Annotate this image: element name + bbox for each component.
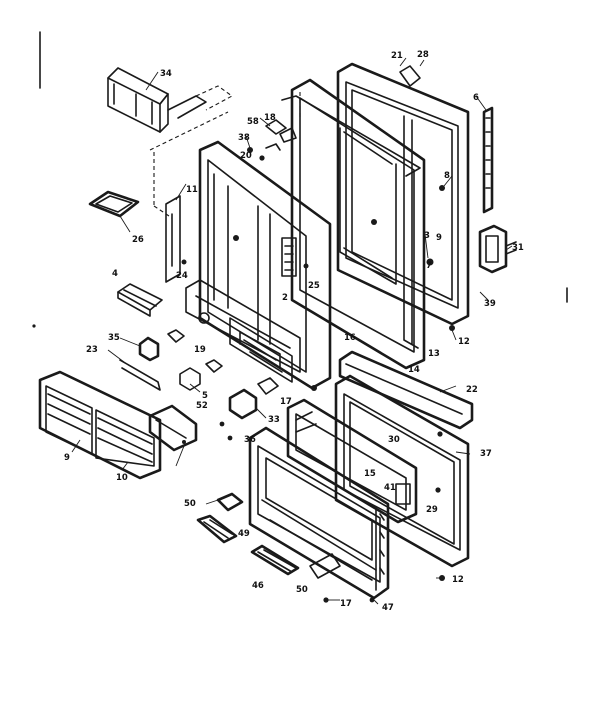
callout-31: 31 — [512, 243, 524, 253]
outer-door-panel — [336, 62, 470, 349]
crisper-cover-panels — [38, 370, 162, 480]
lower-inner-liner — [248, 426, 390, 603]
door-shelf-22 — [338, 350, 474, 430]
callout-3: 3 — [424, 231, 430, 241]
callout-26: 26 — [132, 235, 144, 245]
callout-36: 36 — [244, 435, 256, 445]
rear-side-panel — [165, 195, 187, 283]
lower-door-frame — [334, 374, 470, 581]
callout-23: 23 — [86, 345, 98, 355]
callout-50: 50 — [184, 499, 196, 509]
callout-46: 46 — [252, 581, 264, 591]
callout-13: 13 — [428, 349, 440, 359]
callout-7: 7 — [426, 261, 432, 271]
callout-35: 35 — [108, 333, 120, 343]
callout-21: 21 — [391, 51, 403, 61]
center-small-parts — [219, 377, 317, 441]
bottom-hardware-parts — [196, 492, 329, 603]
callout-18: 18 — [264, 113, 276, 123]
callout-6: 6 — [473, 93, 479, 103]
callout-19: 19 — [194, 345, 206, 355]
callout-33: 33 — [268, 415, 280, 425]
shelf-retainer-part — [148, 404, 198, 452]
callout-30: 30 — [388, 435, 400, 445]
callout-49: 49 — [238, 529, 250, 539]
callout-labels: 21 28 34 6 58 18 38 20 11 8 3 26 9 31 24… — [64, 50, 524, 613]
callout-9-lower: 9 — [64, 453, 70, 463]
callout-38: 38 — [238, 133, 250, 143]
callout-15: 15 — [364, 469, 376, 479]
callout-8: 8 — [444, 171, 450, 181]
callout-4: 4 — [112, 269, 118, 279]
callout-39: 39 — [484, 299, 496, 309]
callout-58: 58 — [247, 117, 259, 127]
callout-24: 24 — [176, 271, 188, 281]
door-handle-strip — [482, 106, 494, 214]
top-bracket-part — [107, 67, 234, 133]
callout-14: 14 — [408, 365, 420, 375]
top-hinge-part — [399, 57, 425, 87]
inner-liner-part — [185, 140, 332, 390]
callout-11: 11 — [186, 185, 198, 195]
callout-34: 34 — [160, 69, 172, 79]
callout-50-lower: 50 — [296, 585, 308, 595]
callout-47: 47 — [382, 603, 394, 613]
alignment-lines — [149, 92, 301, 219]
small-hardware-cluster — [247, 119, 297, 161]
callout-12-lower: 12 — [452, 575, 464, 585]
callout-37: 37 — [480, 449, 492, 459]
callout-20: 20 — [240, 151, 252, 161]
callout-52: 52 — [196, 401, 208, 411]
lower-gasket — [286, 398, 418, 524]
callout-28: 28 — [417, 50, 429, 60]
callout-9: 9 — [436, 233, 442, 243]
callout-12: 12 — [458, 337, 470, 347]
callout-41: 41 — [384, 483, 396, 493]
callout-10: 10 — [116, 473, 128, 483]
left-clip-parts — [119, 329, 223, 391]
callout-16: 16 — [344, 333, 356, 343]
callout-17-lower: 17 — [340, 599, 352, 609]
callout-17: 17 — [280, 397, 292, 407]
margin-dot — [32, 324, 36, 328]
callout-25: 25 — [308, 281, 320, 291]
callout-2: 2 — [282, 293, 288, 303]
hinge-part — [478, 224, 517, 274]
callout-5: 5 — [202, 391, 208, 401]
lower-bracket-part — [117, 283, 163, 317]
callout-29: 29 — [426, 505, 438, 515]
callout-leader-lines — [71, 71, 513, 605]
door-gasket-frame — [281, 78, 426, 370]
small-tray-part — [88, 190, 140, 233]
callout-22: 22 — [466, 385, 478, 395]
